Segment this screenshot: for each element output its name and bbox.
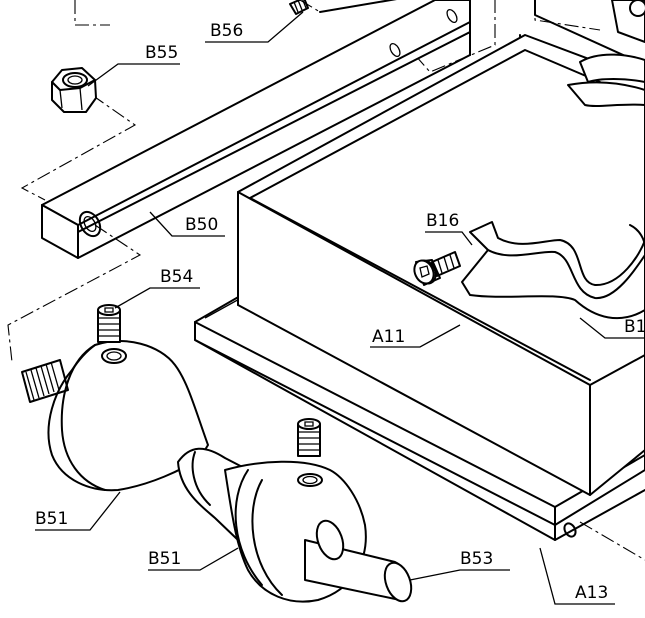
cone-b51-highlighted (21, 340, 209, 492)
label-b56: B56 (210, 21, 243, 41)
label-b16: B16 (426, 211, 459, 231)
part-labels: B56 B55 B50 B16 B1 B54 A11 B51 B51 B53 A… (35, 21, 645, 603)
label-b55: B55 (145, 43, 178, 63)
label-b54: B54 (160, 267, 193, 287)
highlighted-cone-body (47, 340, 209, 492)
bar-b50 (41, 0, 471, 259)
nut-b55 (51, 67, 97, 113)
screw-cone-top (297, 418, 321, 457)
clamp-handle (567, 0, 645, 107)
label-b53: B53 (460, 549, 493, 569)
bracket-b1 (461, 221, 645, 320)
screw-b56 (289, 0, 309, 15)
screw-b16 (413, 251, 461, 286)
label-b51-highlighted: B51 (35, 509, 68, 529)
box-a11 (237, 34, 645, 496)
label-a11: A11 (372, 327, 405, 347)
label-b51: B51 (148, 549, 181, 569)
label-b50: B50 (185, 215, 218, 235)
threaded-stud (21, 359, 69, 403)
shaft-b53 (304, 519, 413, 603)
label-a13: A13 (575, 583, 608, 603)
leader-lines (35, 11, 645, 605)
screw-b54 (97, 304, 121, 343)
label-b1: B1 (624, 317, 645, 337)
